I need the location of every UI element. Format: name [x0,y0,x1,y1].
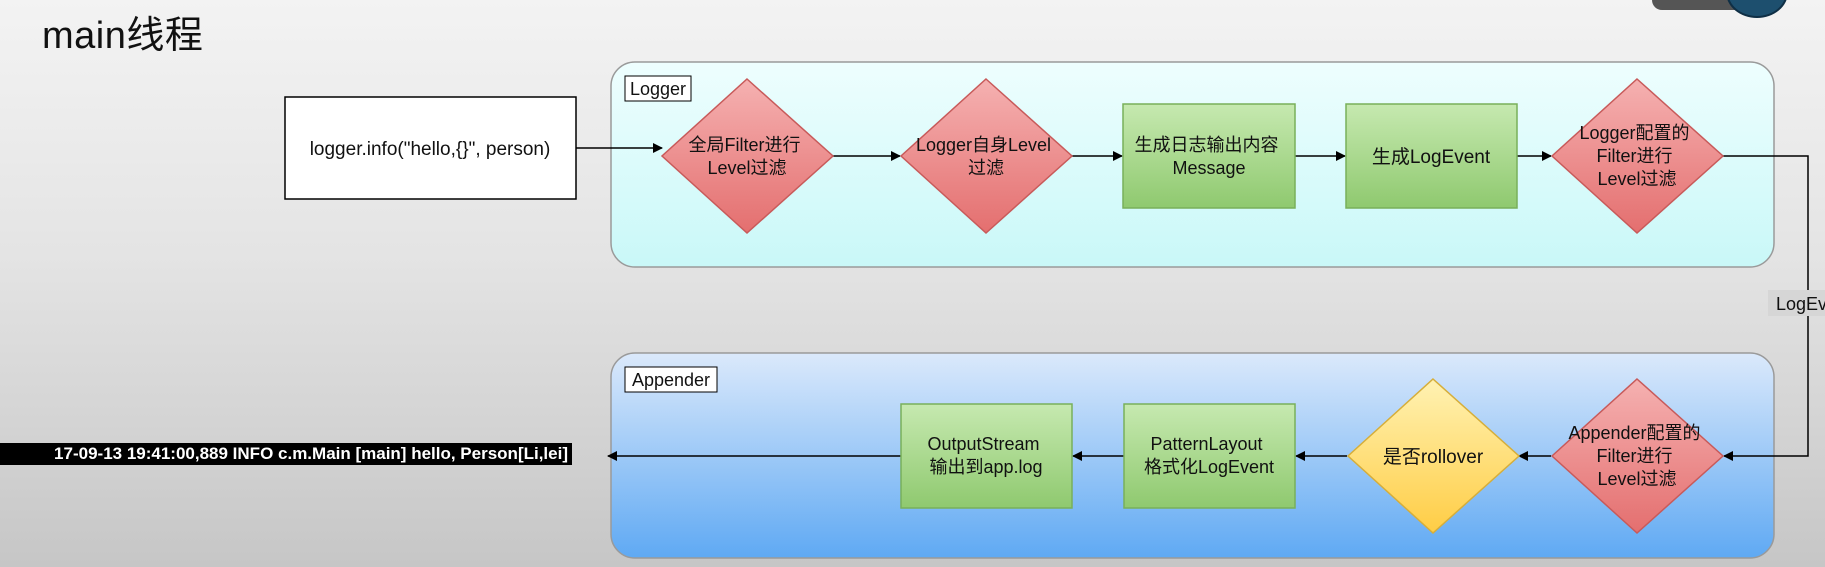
appender-filter-text: Appender配置的 Filter进行 Level过滤 [1568,423,1705,489]
output-stream-text: OutputStream 输出到app.log [927,434,1044,477]
call-box [284,96,577,200]
global-filter-node [660,77,835,235]
output-stream-node [900,403,1073,509]
gen-logevent-text: 生成LogEvent [1372,146,1491,168]
pattern-layout-text: PatternLayout 格式化LogEvent [1144,434,1274,477]
gen-message-text: 生成日志输出内容 Message [1134,135,1283,178]
rollover-text: 是否rollover [1383,447,1484,468]
logger-filter-node [1550,77,1725,235]
gen-logevent-node [1345,103,1518,209]
connector-label: LogEvent [1776,294,1825,314]
rollover-node [1346,377,1521,535]
logger-group-label: Logger [630,79,686,99]
connector-label-bg [1768,290,1825,316]
call-box-text: logger.info("hello,{}", person) [310,139,551,160]
appender-filter-node [1550,377,1725,535]
logger-level-text: Logger自身Level 过滤 [916,135,1056,178]
global-filter-text: 全局Filter进行 Level过滤 [688,135,805,178]
appender-group-label-box [624,366,718,393]
logger-filter-text: Logger配置的 Filter进行 Level过滤 [1579,123,1694,189]
log-output-line: 17-09-13 19:41:00,889 INFO c.m.Main [mai… [0,443,572,465]
pattern-layout-node [1123,403,1296,509]
appender-group-label: Appender [632,370,710,390]
gen-message-node [1122,103,1296,209]
logger-level-node [899,77,1074,235]
page-title: main线程 [42,15,204,57]
window-control-bar [1652,0,1784,10]
logger-group-label-box [624,75,692,102]
